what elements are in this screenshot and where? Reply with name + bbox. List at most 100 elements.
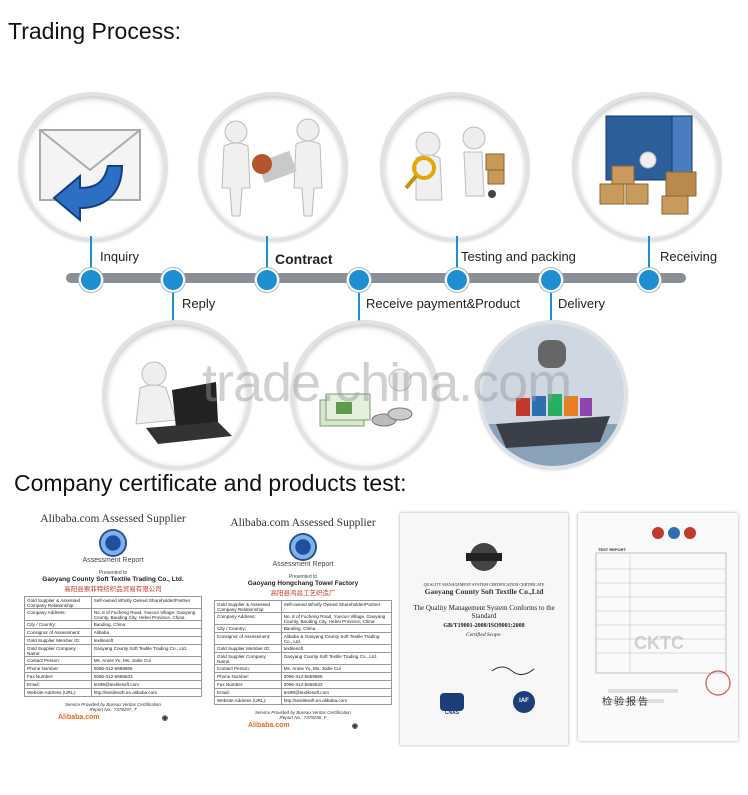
laptop-icon <box>135 361 232 444</box>
row-key: Website Address (URL): <box>214 696 282 705</box>
cargo-ship-icon <box>482 324 624 466</box>
row-value: Self-owned Wholly Owned Shareholder/Part… <box>90 596 203 609</box>
delivery-stem <box>550 288 552 322</box>
receiving-dot <box>637 268 661 292</box>
row-key: Website Address (URL): <box>24 688 92 697</box>
row-key: Consignor of Assessment: <box>24 628 92 637</box>
timeline-bar <box>66 273 686 283</box>
table-row: Gold Supplier Company Name:Gaoyang Count… <box>214 652 393 665</box>
table-row: Email:tex99@textilesoft.com <box>214 688 393 697</box>
row-value: Gaoyang County Soft Textile Trading Co.,… <box>90 644 203 657</box>
row-key: Gold Supplier Member ID: <box>214 644 282 653</box>
table-row: Phone Number:0086-312-6659666 <box>214 672 393 681</box>
row-value: textilesoft <box>90 636 203 645</box>
row-key: Gold Supplier & Assessed Company Relatio… <box>24 596 92 609</box>
table-row: Phone Number:0086-312-6659666 <box>24 664 203 673</box>
assessment-seal-icon <box>289 533 317 561</box>
cert1-footer: Service Provided by Bureau Veritas Certi… <box>65 702 161 707</box>
iso-certificate-emblem-icon <box>440 543 535 713</box>
table-row: Gold Supplier Member ID:textilesoft <box>214 644 393 653</box>
test-report-form-icon <box>595 527 731 703</box>
row-key: Gold Supplier Company Name: <box>24 644 92 657</box>
process-heading: Trading Process: <box>8 18 181 44</box>
cert1-report-no: Report No.: 7378297_T <box>89 707 137 712</box>
bv-logo-icon: ◉ <box>351 723 358 730</box>
cert1-company-cn: 高阳县索菲特纺织品贸易有限公司 <box>64 586 162 593</box>
iso-certificate: QUALITY MANAGEMENT SYSTEM CERTIFICATION … <box>400 513 568 745</box>
row-key: Contact Person: <box>214 664 282 673</box>
cert2-table: Gold Supplier & Assessed Company Relatio… <box>214 600 393 705</box>
inquiry-stem <box>90 236 92 270</box>
row-key: Phone Number: <box>214 672 282 681</box>
row-value: Alibaba & Gaoyang County Soft Textile Tr… <box>280 632 393 645</box>
table-row: Gold Supplier & Assessed Company Relatio… <box>24 596 203 609</box>
table-row: Website Address (URL):http://textilesoft… <box>24 688 203 697</box>
row-value: Gaoyang County Soft Textile Trading Co.,… <box>280 652 393 665</box>
cnas-logo-text: CNAS <box>444 710 460 716</box>
row-value: 0086-312-6659666 <box>90 664 203 673</box>
table-row: Contact Person:Ms. Annie Yu, Ms. Jodie C… <box>214 664 393 673</box>
alibaba-logo-icon: Alibaba.com <box>58 714 100 721</box>
table-row: Email:tex99@textilesoft.com <box>24 680 203 689</box>
table-row: Contact Person:Ms. Annie Yu, Ms. Jodie C… <box>24 656 203 665</box>
row-key: Company Address: <box>214 612 282 625</box>
assessment-certificate-2: Alibaba.com Assessed Supplier Assessment… <box>214 514 393 730</box>
reply-dot <box>161 268 185 292</box>
row-key: City / Country: <box>24 620 92 629</box>
handshake-figures-icon <box>221 118 323 217</box>
row-key: Contact Person: <box>24 656 92 665</box>
step-contract: Contract <box>275 251 333 267</box>
iso-company: Gaoyang County Soft Textile Co.,Ltd <box>424 587 544 596</box>
testing-dot <box>445 268 469 292</box>
row-key: Company Address: <box>24 608 92 621</box>
assessment-certificate-1: Alibaba.com Assessed Supplier Assessment… <box>24 510 203 722</box>
test-report-title: 检验报告 <box>602 697 650 708</box>
table-row: Company Address:No. 8 of Fucheng Road, Y… <box>214 612 393 625</box>
table-row: Gold Supplier Member ID:textilesoft <box>24 636 203 645</box>
row-value: No. 8 of Fucheng Road, Yuecun Village, G… <box>280 612 393 625</box>
cert2-footer: Service Provided by Bureau Veritas Certi… <box>255 710 351 715</box>
table-row: Fax Number:0086-312-6666533 <box>214 680 393 689</box>
row-key: Gold Supplier Member ID: <box>24 636 92 645</box>
table-row: Gold Supplier Company Name:Gaoyang Count… <box>24 644 203 657</box>
row-value: Alibaba <box>90 628 203 637</box>
row-value: tex99@textilesoft.com <box>280 688 393 697</box>
test-report-heading: TEST REPORT <box>598 547 627 552</box>
contract-image <box>198 92 348 242</box>
inquiry-dot <box>79 268 103 292</box>
row-key: Fax Number: <box>214 680 282 689</box>
step-receiving: Receiving <box>660 249 718 264</box>
row-key: Phone Number: <box>24 664 92 673</box>
alibaba-logo-icon: Alibaba.com <box>248 722 290 729</box>
step-receive-payment: Receive payment&Product <box>366 296 520 311</box>
cert1-presented: Presented to <box>98 570 128 576</box>
row-key: Fax Number: <box>24 672 92 681</box>
envelope-icon <box>39 129 141 223</box>
iso-header: QUALITY MANAGEMENT SYSTEM CERTIFICATION … <box>423 582 545 587</box>
step-testing: Testing and packing <box>461 249 576 264</box>
delivery-image <box>478 320 628 470</box>
cert2-title: Alibaba.com Assessed Supplier <box>230 517 376 529</box>
delivery-dot <box>539 268 563 292</box>
receiving-stem <box>648 236 650 270</box>
container-boxes-icon <box>599 115 697 215</box>
row-value: Ms. Annie Yu, Ms. Jodie Cui <box>280 664 393 673</box>
cktc-watermark: CKTC <box>634 633 684 653</box>
row-value: tex99@textilesoft.com <box>90 680 203 689</box>
row-value: http://textilesoft.en.alibaba.com <box>90 688 203 697</box>
table-row: Consignor of Assessment:Alibaba & Gaoyan… <box>214 632 393 645</box>
cert2-company-cn: 高阳县鸿昌工艺织造厂 <box>270 590 336 597</box>
watermark: trade.china.com <box>202 353 572 413</box>
reply-image <box>102 320 252 470</box>
row-key: Gold Supplier & Assessed Company Relatio… <box>214 600 282 613</box>
step-reply: Reply <box>182 296 216 311</box>
cert1-report: Assessment Report <box>82 557 144 564</box>
money-coins-icon <box>319 368 413 427</box>
row-key: Gold Supplier Company Name: <box>214 652 282 665</box>
row-value: Baoding, China <box>280 624 393 633</box>
reply-stem <box>172 288 174 322</box>
table-row: Company Address:No. 8 of Fucheng Road, Y… <box>24 608 203 621</box>
row-key: Email: <box>214 688 282 697</box>
cert2-company: Gaoyang Hongchang Towel Factory <box>247 580 359 587</box>
cert2-report: Assessment Report <box>272 561 334 568</box>
